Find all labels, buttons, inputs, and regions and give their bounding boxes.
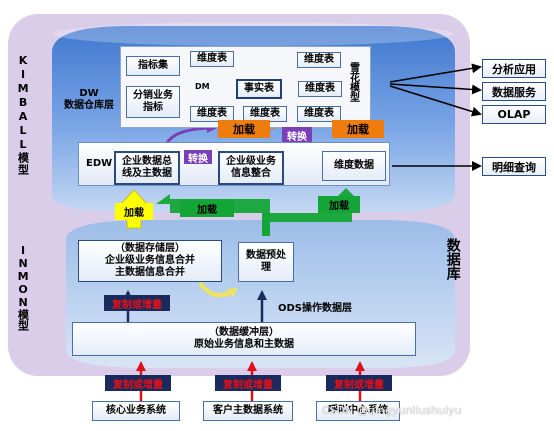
copy-label-1: 复制或增量 [105,375,171,391]
load-label-green-2: 加载 [318,196,360,213]
dim-table-1: 维度表 [190,51,234,67]
fact-table: 事实表 [236,79,282,99]
source-customer-master: 客户主数据系统 [203,401,293,421]
edw-label: EDW [86,158,113,169]
convert-label-2: 转换 [282,127,312,143]
load-label-orange-1: 加载 [218,120,270,138]
master-data-box: 企业数据总 线及主数据 [114,151,180,185]
load-label-green-1: 加载 [180,199,234,217]
load-label-yellow: 加载 [115,203,153,220]
dim-table-4: 维度表 [298,81,342,97]
dim-data-box: 维度数据 [322,151,386,181]
dim-table-5: 维度表 [297,106,341,122]
integration-box: 企业级业务 信息整合 [218,151,284,185]
load-label-orange-2: 加载 [332,120,384,138]
copy-inner-label: 复制或增量 [104,295,170,311]
subject-indicator-box: 分销业务 指标 [126,86,180,118]
kimball-label: KIMBALL模型 [16,54,30,176]
copy-label-2: 复制或增量 [215,375,281,391]
preprocess-box: 数据预处 理 [238,242,294,282]
convert-label-1: 转换 [184,150,212,165]
output-detail-query: 明细查询 [482,157,546,176]
output-analysis: 分析应用 [482,59,546,78]
dim-table-3: 维度表 [297,52,341,68]
dim-table-2: 维度表 [190,106,234,122]
copy-label-3: 复制或增量 [326,375,392,391]
source-call-center: 呼叫中心系统 [316,401,400,421]
indicator-set-box: 指标集 [126,56,180,76]
data-storage-box: （数据存储层） 企业级业务信息合并 主数据信息合并 [78,240,222,282]
output-olap: OLAP [482,105,546,124]
database-label: 数据库 [444,238,461,280]
dw-label: DW 数据仓库层 [64,88,114,111]
source-core-system: 核心业务系统 [92,401,180,421]
ods-label: ODS操作数据层 [278,303,353,314]
inmon-label: INMON模型 [16,244,30,331]
output-data-service: 数据服务 [482,82,546,101]
watermark: CSDN @qingyunliushuiyu [322,404,462,417]
snowflake-label: 雪花模型 [347,62,359,102]
buffer-box: （数据缓冲层） 原始业务信息和主数据 [72,322,416,356]
dm-label: DM [195,82,210,91]
